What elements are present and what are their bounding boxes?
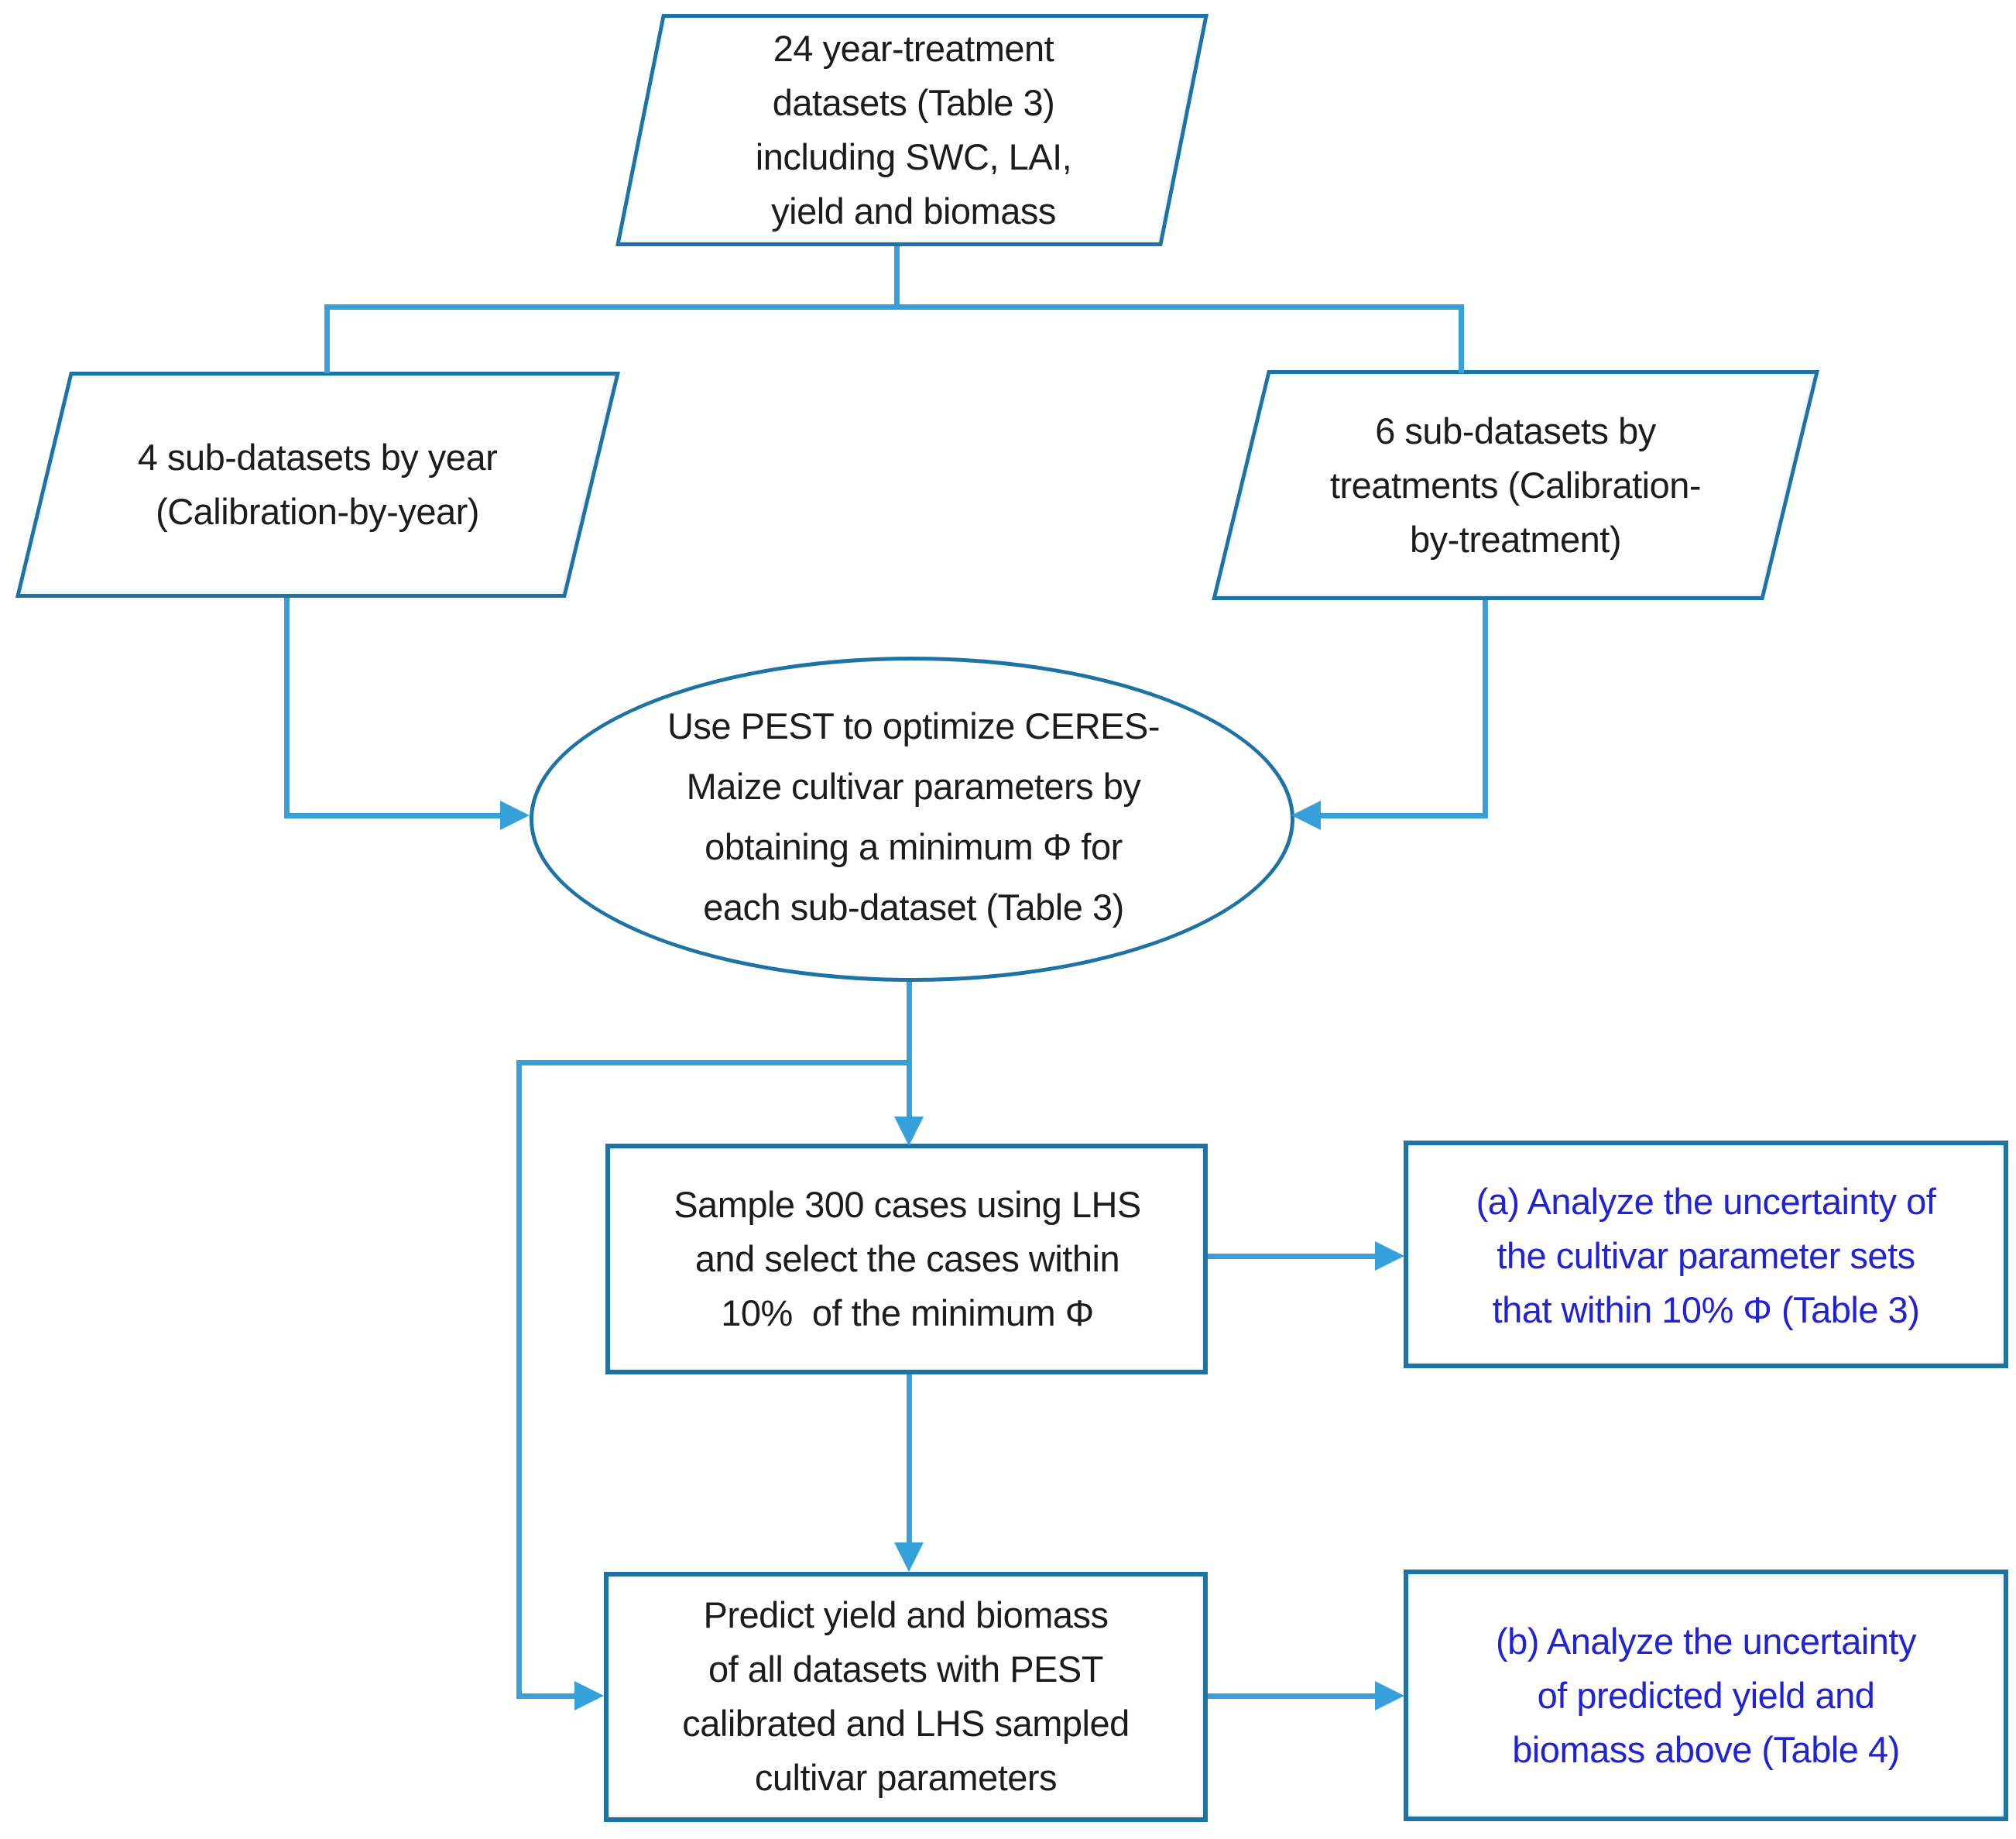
flow-node-lhs-sample bbox=[605, 1144, 1208, 1374]
label-uncertainty-predictions: (b) Analyze the uncertainty of predicted… bbox=[1496, 1621, 1916, 1770]
label-calibration-by-year: 4 sub-datasets by year (Calibration-by-y… bbox=[137, 437, 498, 532]
connector-bypass-across-top bbox=[516, 1060, 912, 1065]
arrow-head-into-analysis-a bbox=[1375, 1241, 1404, 1271]
label-pest-optimize: Use PEST to optimize CERES- Maize cultiv… bbox=[667, 705, 1161, 928]
connector-ellipse-down bbox=[907, 982, 912, 1119]
connector-sample-to-analysis-a bbox=[1208, 1254, 1375, 1259]
label-datasets: 24 year-treatment datasets (Table 3) inc… bbox=[755, 28, 1072, 232]
flow-node-pest-optimize bbox=[530, 657, 1294, 982]
label-calibration-by-treatment: 6 sub-datasets by treatments (Calibratio… bbox=[1329, 410, 1702, 560]
flow-node-uncertainty-predictions bbox=[1404, 1570, 2008, 1821]
flow-node-uncertainty-parameters bbox=[1404, 1141, 2008, 1368]
arrow-head-into-sample bbox=[894, 1117, 924, 1146]
arrow-head-into-predict-top bbox=[894, 1542, 924, 1572]
connector-branch-bar bbox=[324, 304, 1464, 310]
connector-byyear-across bbox=[284, 813, 502, 818]
arrow-head-into-ellipse-right bbox=[1291, 801, 1321, 830]
arrow-head-into-ellipse-left bbox=[500, 801, 530, 830]
label-lhs-sample: Sample 300 cases using LHS and select th… bbox=[674, 1184, 1141, 1333]
connector-bypass-across-bottom bbox=[516, 1693, 574, 1699]
arrow-head-into-predict-left bbox=[574, 1681, 604, 1710]
arrow-head-into-analysis-b bbox=[1375, 1681, 1404, 1710]
connector-branch-left-leg bbox=[324, 304, 330, 373]
connector-bytreatment-down bbox=[1483, 600, 1488, 818]
connector-branch-right-leg bbox=[1459, 304, 1464, 373]
flow-node-predict-yield-biomass bbox=[604, 1572, 1208, 1822]
connector-byyear-down bbox=[284, 598, 290, 818]
connector-sample-to-predict bbox=[907, 1374, 912, 1542]
label-predict-yield-biomass: Predict yield and biomass of all dataset… bbox=[682, 1594, 1130, 1798]
connector-bytreatment-across bbox=[1320, 813, 1488, 818]
connector-datasets-stem bbox=[894, 246, 900, 310]
connector-predict-to-analysis-b bbox=[1208, 1693, 1375, 1699]
label-uncertainty-parameters: (a) Analyze the uncertainty of the culti… bbox=[1476, 1181, 1936, 1330]
connector-bypass-down bbox=[516, 1060, 522, 1699]
